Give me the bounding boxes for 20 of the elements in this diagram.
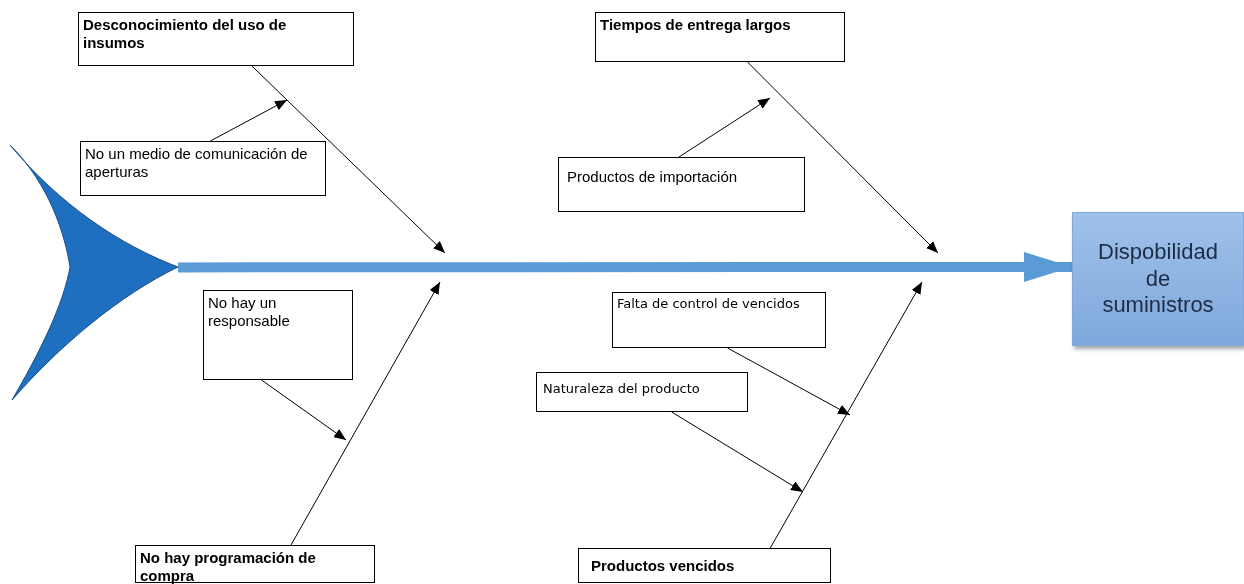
arrow xyxy=(769,281,923,549)
arrow xyxy=(261,379,347,441)
spine-arrow xyxy=(178,251,1072,282)
cause-box: Tiempos de entrega largos xyxy=(595,12,845,62)
arrow xyxy=(251,65,446,254)
arrow xyxy=(727,347,851,416)
subcause-box: No hay un responsable xyxy=(203,290,353,380)
arrow xyxy=(747,61,939,254)
arrow xyxy=(209,99,288,142)
cause-box: No hay programación de compra xyxy=(135,545,375,583)
subcause-box: No un medio de comunicación de aperturas xyxy=(80,141,326,196)
effect-box: Dispobilidad de suministros xyxy=(1072,212,1244,346)
arrow xyxy=(290,281,441,546)
cause-box: Desconocimiento del uso de insumos xyxy=(78,12,354,66)
arrow xyxy=(678,97,771,158)
cause-box: Productos vencidos xyxy=(578,548,831,583)
subcause-box: Naturaleza del producto xyxy=(536,372,748,412)
arrow xyxy=(671,411,804,493)
subcause-box: Productos de importación xyxy=(558,157,805,212)
subcause-box: Falta de control de vencidos xyxy=(612,292,826,348)
